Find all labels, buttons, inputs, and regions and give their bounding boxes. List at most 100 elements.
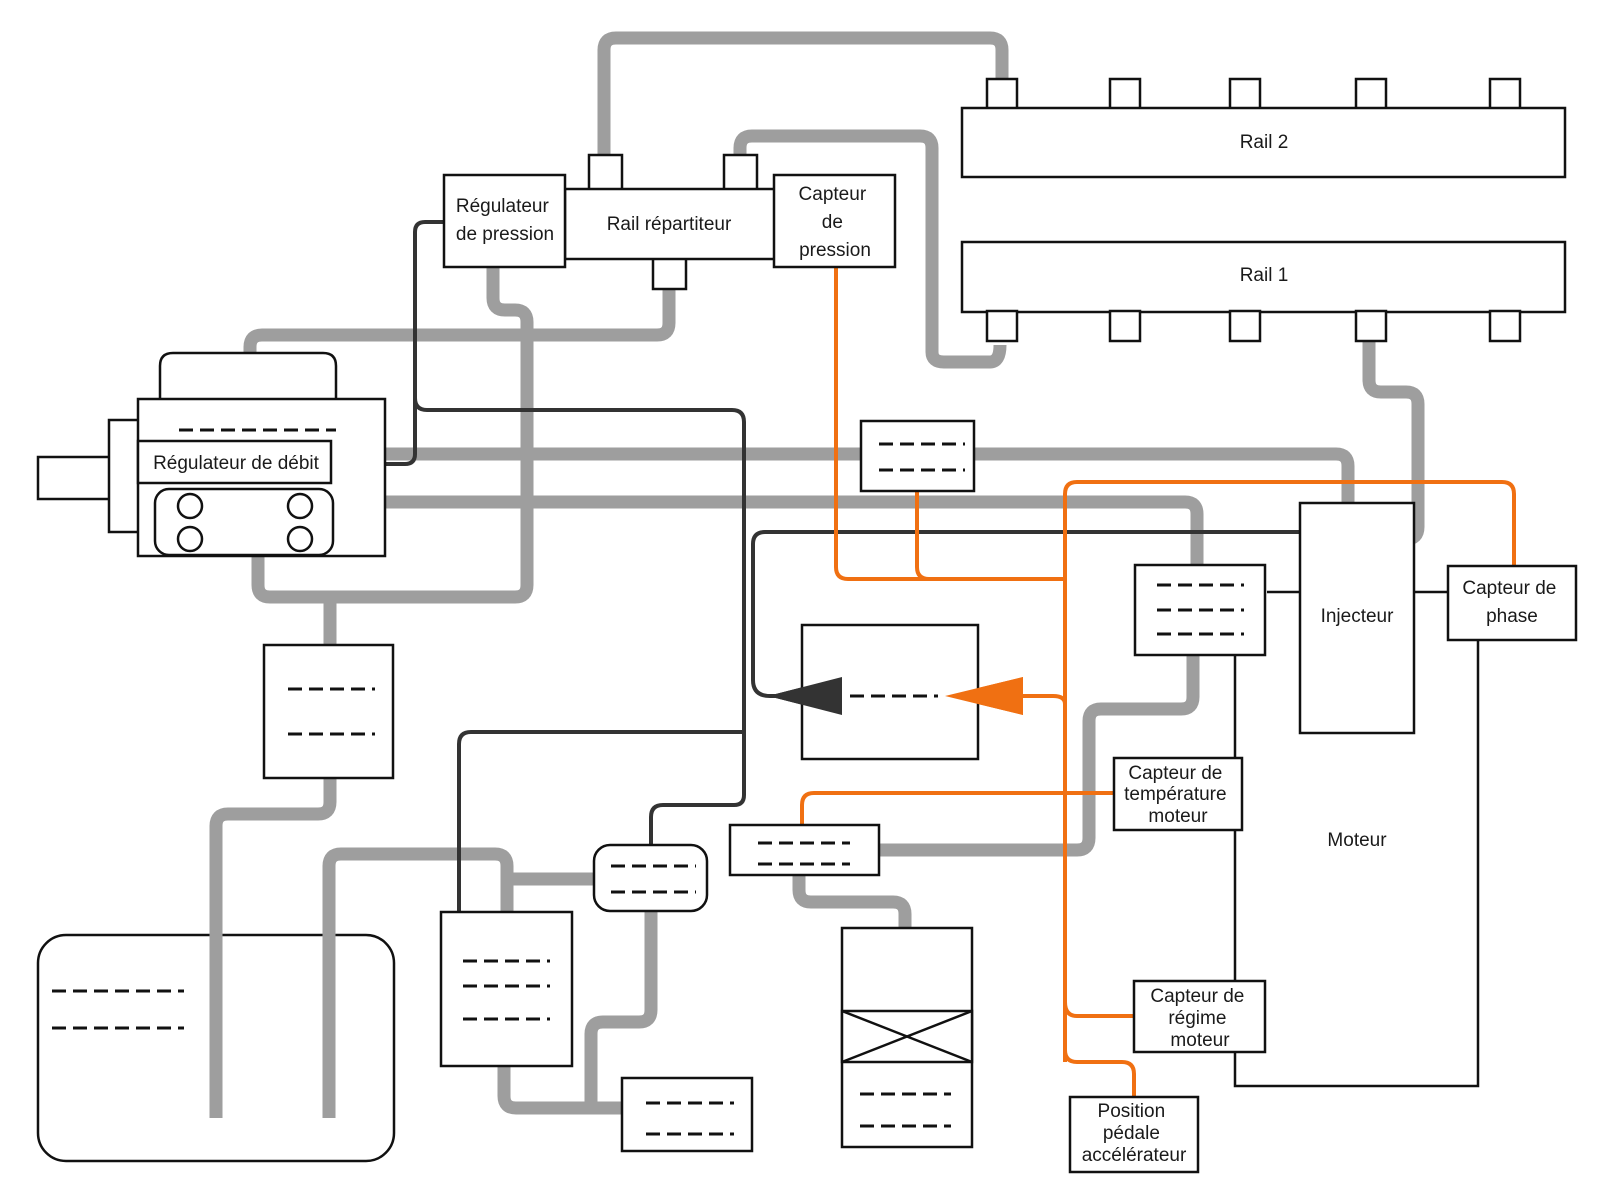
pedal-position-box bbox=[1068, 1095, 1200, 1174]
rail1-body bbox=[960, 240, 1567, 314]
rail1-injector-port bbox=[1108, 309, 1142, 343]
distribution-rail-port bbox=[651, 255, 688, 291]
pressure-sensor bbox=[772, 173, 897, 269]
rail2-injector-port bbox=[985, 77, 1019, 111]
control-line-injector bbox=[751, 530, 1300, 698]
tank-pipes bbox=[209, 905, 336, 1118]
piston-icon bbox=[286, 492, 314, 520]
fuel-line-stack bbox=[792, 870, 912, 928]
fuel-line-injector-return bbox=[383, 447, 1355, 505]
phase-sensor-line-2: phase bbox=[1486, 606, 1538, 627]
pump-top-cover bbox=[158, 351, 338, 402]
fuel-line-pump-bottom bbox=[497, 1066, 625, 1115]
fuel-line-cooler bbox=[383, 495, 1204, 570]
middle-top-box bbox=[859, 419, 976, 493]
bottom-component bbox=[620, 1076, 754, 1153]
pedal-position-label: Position pédale accélérateur bbox=[1082, 1101, 1187, 1166]
rail1-injector-port bbox=[985, 309, 1019, 343]
pedal-position-line-2: pédale bbox=[1103, 1123, 1160, 1144]
pressure-sensor-line-3: pression bbox=[799, 240, 871, 261]
sensor-arrow-head-icon bbox=[945, 677, 1023, 715]
engine-speed-sensor-label: Capteur de régime moteur bbox=[1150, 986, 1249, 1051]
sensor-line-speed bbox=[1063, 1001, 1136, 1018]
cross-icon-line bbox=[841, 1009, 973, 1064]
stacked-component bbox=[840, 926, 974, 1149]
rail2-injector-port bbox=[1488, 77, 1522, 111]
pump-flange bbox=[107, 418, 143, 534]
fuel-line-cooler-return bbox=[875, 655, 1200, 857]
distribution-rail-body bbox=[563, 187, 778, 261]
engine-temp-sensor: Capteur de température moteur bbox=[1112, 756, 1244, 832]
rail2-injector-port bbox=[1228, 77, 1262, 111]
engine-speed-sensor-box bbox=[1132, 979, 1267, 1054]
engine-outline bbox=[1233, 590, 1480, 1088]
fuel-line-rail2-feed bbox=[597, 31, 1009, 158]
distribution-rail-assembly: Rail répartiteur Régulateur de pression … bbox=[442, 153, 897, 291]
pressure-regulator-line-1: Régulateur bbox=[456, 196, 550, 217]
distribution-rail-port bbox=[722, 153, 759, 193]
pedal-position-line-3: accélérateur bbox=[1082, 1145, 1187, 1166]
sensor-line-pressure bbox=[834, 268, 1065, 581]
rail1-injector-port bbox=[1488, 309, 1522, 343]
return-junction-box-body bbox=[728, 823, 881, 877]
engine-temp-sensor-label: Capteur de température moteur bbox=[1124, 763, 1232, 827]
engine-speed-sensor-line-3: moteur bbox=[1170, 1030, 1230, 1051]
engine-speed-sensor-line-1: Capteur de bbox=[1150, 986, 1244, 1007]
fuel-cooler bbox=[1133, 563, 1267, 657]
piston-icon bbox=[176, 492, 204, 520]
low-pressure-pump-body bbox=[439, 910, 574, 1068]
sensor-line-bus bbox=[1063, 480, 1516, 1062]
pressure-regulator bbox=[442, 173, 567, 269]
pedal-position-sensor: Position pédale accélérateur bbox=[1068, 1095, 1200, 1174]
middle-top-box-body bbox=[859, 419, 976, 493]
pressure-sensor-label: Capteur de pression bbox=[799, 184, 872, 261]
rounded-component-body bbox=[592, 843, 709, 913]
phase-sensor: Capteur de phase bbox=[1446, 564, 1578, 642]
injector: Injecteur bbox=[1298, 501, 1416, 735]
rail2-label: Rail 2 bbox=[1240, 132, 1289, 153]
distribution-rail-port bbox=[587, 153, 624, 193]
rail2-injector-port bbox=[1108, 77, 1142, 111]
fuel-filter-box bbox=[262, 643, 395, 780]
engine-speed-sensor: Capteur de régime moteur bbox=[1132, 979, 1267, 1054]
phase-sensor-line-1: Capteur de bbox=[1462, 578, 1556, 599]
flow-regulator-label: Régulateur de débit bbox=[153, 453, 320, 474]
engine-temp-sensor-line-3: moteur bbox=[1148, 806, 1208, 827]
fuel-filter bbox=[262, 643, 395, 780]
injector-label: Injecteur bbox=[1321, 606, 1395, 627]
control-line-pressure-reg bbox=[383, 220, 445, 466]
engine-temp-sensor-box bbox=[1112, 756, 1244, 832]
control-line-pump bbox=[457, 730, 744, 912]
fuel-line-tank-return bbox=[322, 847, 514, 1118]
sensor-line-pedal bbox=[1063, 1049, 1136, 1100]
piston-icon bbox=[176, 525, 204, 553]
injector-box bbox=[1298, 501, 1416, 735]
distribution-rail-label: Rail répartiteur bbox=[607, 214, 732, 235]
low-pressure-pump bbox=[439, 910, 574, 1068]
rounded-component bbox=[592, 843, 709, 913]
pressure-sensor-line-1: Capteur bbox=[799, 184, 867, 205]
fuel-line-flow-reg-top bbox=[243, 290, 676, 355]
engine-speed-sensor-line-2: régime bbox=[1168, 1008, 1226, 1029]
fuel-lines bbox=[209, 31, 1425, 1118]
flow-regulator bbox=[136, 439, 333, 485]
rail1-injector-port bbox=[1228, 309, 1262, 343]
pump-shaft bbox=[36, 455, 114, 501]
phase-sensor-box bbox=[1446, 564, 1578, 642]
fuel-line-rounded-down bbox=[584, 910, 658, 1108]
phase-sensor-label: Capteur de phase bbox=[1462, 578, 1561, 627]
rail2-injector-port bbox=[1354, 77, 1388, 111]
pressure-regulator-line-2: de pression bbox=[456, 224, 554, 245]
engine-temp-sensor-line-1: Capteur de bbox=[1128, 763, 1222, 784]
control-line-main bbox=[413, 397, 746, 845]
fuel-line-filter-tank bbox=[209, 778, 337, 1118]
high-pressure-pump: Régulateur de débit bbox=[36, 351, 387, 558]
bottom-component-body bbox=[620, 1076, 754, 1153]
rail1-label: Rail 1 bbox=[1240, 265, 1289, 286]
sensor-line-ecu bbox=[1015, 694, 1067, 705]
pressure-regulator-label: Régulateur de pression bbox=[456, 196, 554, 245]
rail-2: Rail 2 bbox=[960, 77, 1567, 179]
sensor-line-box bbox=[915, 490, 930, 581]
pressure-sensor-line-2: de bbox=[822, 212, 843, 233]
